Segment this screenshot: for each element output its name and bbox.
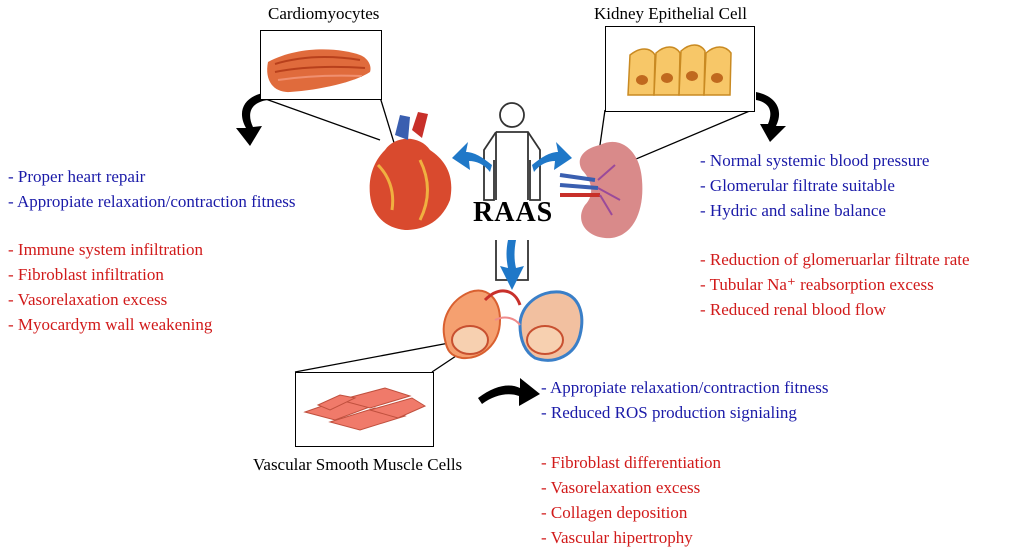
black-arrows <box>236 92 786 406</box>
list-item: - Normal systemic blood pressure <box>700 151 930 170</box>
list-item: - Vasorelaxation excess <box>8 290 168 309</box>
list-item: - Fibroblast differentiation <box>541 453 722 472</box>
vessel-negative-list: - Fibroblast differentiation - Vasorelax… <box>541 450 721 550</box>
list-item: - Appropiate relaxation/contraction fitn… <box>541 378 829 397</box>
list-item: - Reduction of glomeruarlar filtrate rat… <box>700 250 970 269</box>
list-item: - Proper heart repair <box>8 167 146 186</box>
list-item: - Glomerular filtrate suitable <box>700 176 895 195</box>
vascular-cells-label: Vascular Smooth Muscle Cells <box>253 455 463 474</box>
cardiomyocytes-label: Cardiomyocytes <box>268 4 380 23</box>
kidney-illustration <box>559 141 643 239</box>
arrow-to-heart-icon <box>452 142 492 172</box>
list-item: - Myocardym wall weakening <box>8 315 213 334</box>
list-item: - Tubular Na⁺ reabsorption excess <box>700 275 934 294</box>
raas-label: RAAS <box>473 197 554 228</box>
heart-negative-list: - Immune system infiltration - Fibroblas… <box>8 237 212 337</box>
heart-illustration <box>369 112 452 230</box>
cardiomyocyte-fibers <box>267 49 371 93</box>
human-silhouette-icon <box>483 102 541 281</box>
blood-vessel-illustration <box>442 289 584 362</box>
kidney-negative-list: - Reduction of glomeruarlar filtrate rat… <box>700 247 970 322</box>
arrow-cardio-icon <box>236 92 268 146</box>
arrow-vascular-icon <box>478 378 540 406</box>
list-item: - Reduced renal blood flow <box>700 300 886 319</box>
arrow-kidney-icon <box>756 92 786 142</box>
list-item: - Vascular hipertrophy <box>541 528 693 547</box>
smooth-muscle-cells <box>303 387 427 431</box>
kidney-positive-list: - Normal systemic blood pressure - Glome… <box>700 148 929 223</box>
kidney-cell-label: Kidney Epithelial Cell <box>594 4 747 23</box>
blue-arrows <box>452 142 572 290</box>
heart-positive-list: - Proper heart repair - Appropiate relax… <box>8 164 296 214</box>
list-item: - Appropiate relaxation/contraction fitn… <box>8 192 296 211</box>
arrow-to-vessel-icon <box>500 240 524 290</box>
kidney-cells <box>627 44 732 96</box>
vessel-positive-list: - Appropiate relaxation/contraction fitn… <box>541 375 829 425</box>
list-item: - Immune system infiltration <box>8 240 203 259</box>
list-item: - Fibroblast infiltration <box>8 265 164 284</box>
list-item: - Hydric and saline balance <box>700 201 886 220</box>
list-item: - Reduced ROS production signialing <box>541 403 797 422</box>
list-item: - Collagen deposition <box>541 503 688 522</box>
arrow-to-kidney-icon <box>532 142 572 172</box>
list-item: - Vasorelaxation excess <box>541 478 701 497</box>
